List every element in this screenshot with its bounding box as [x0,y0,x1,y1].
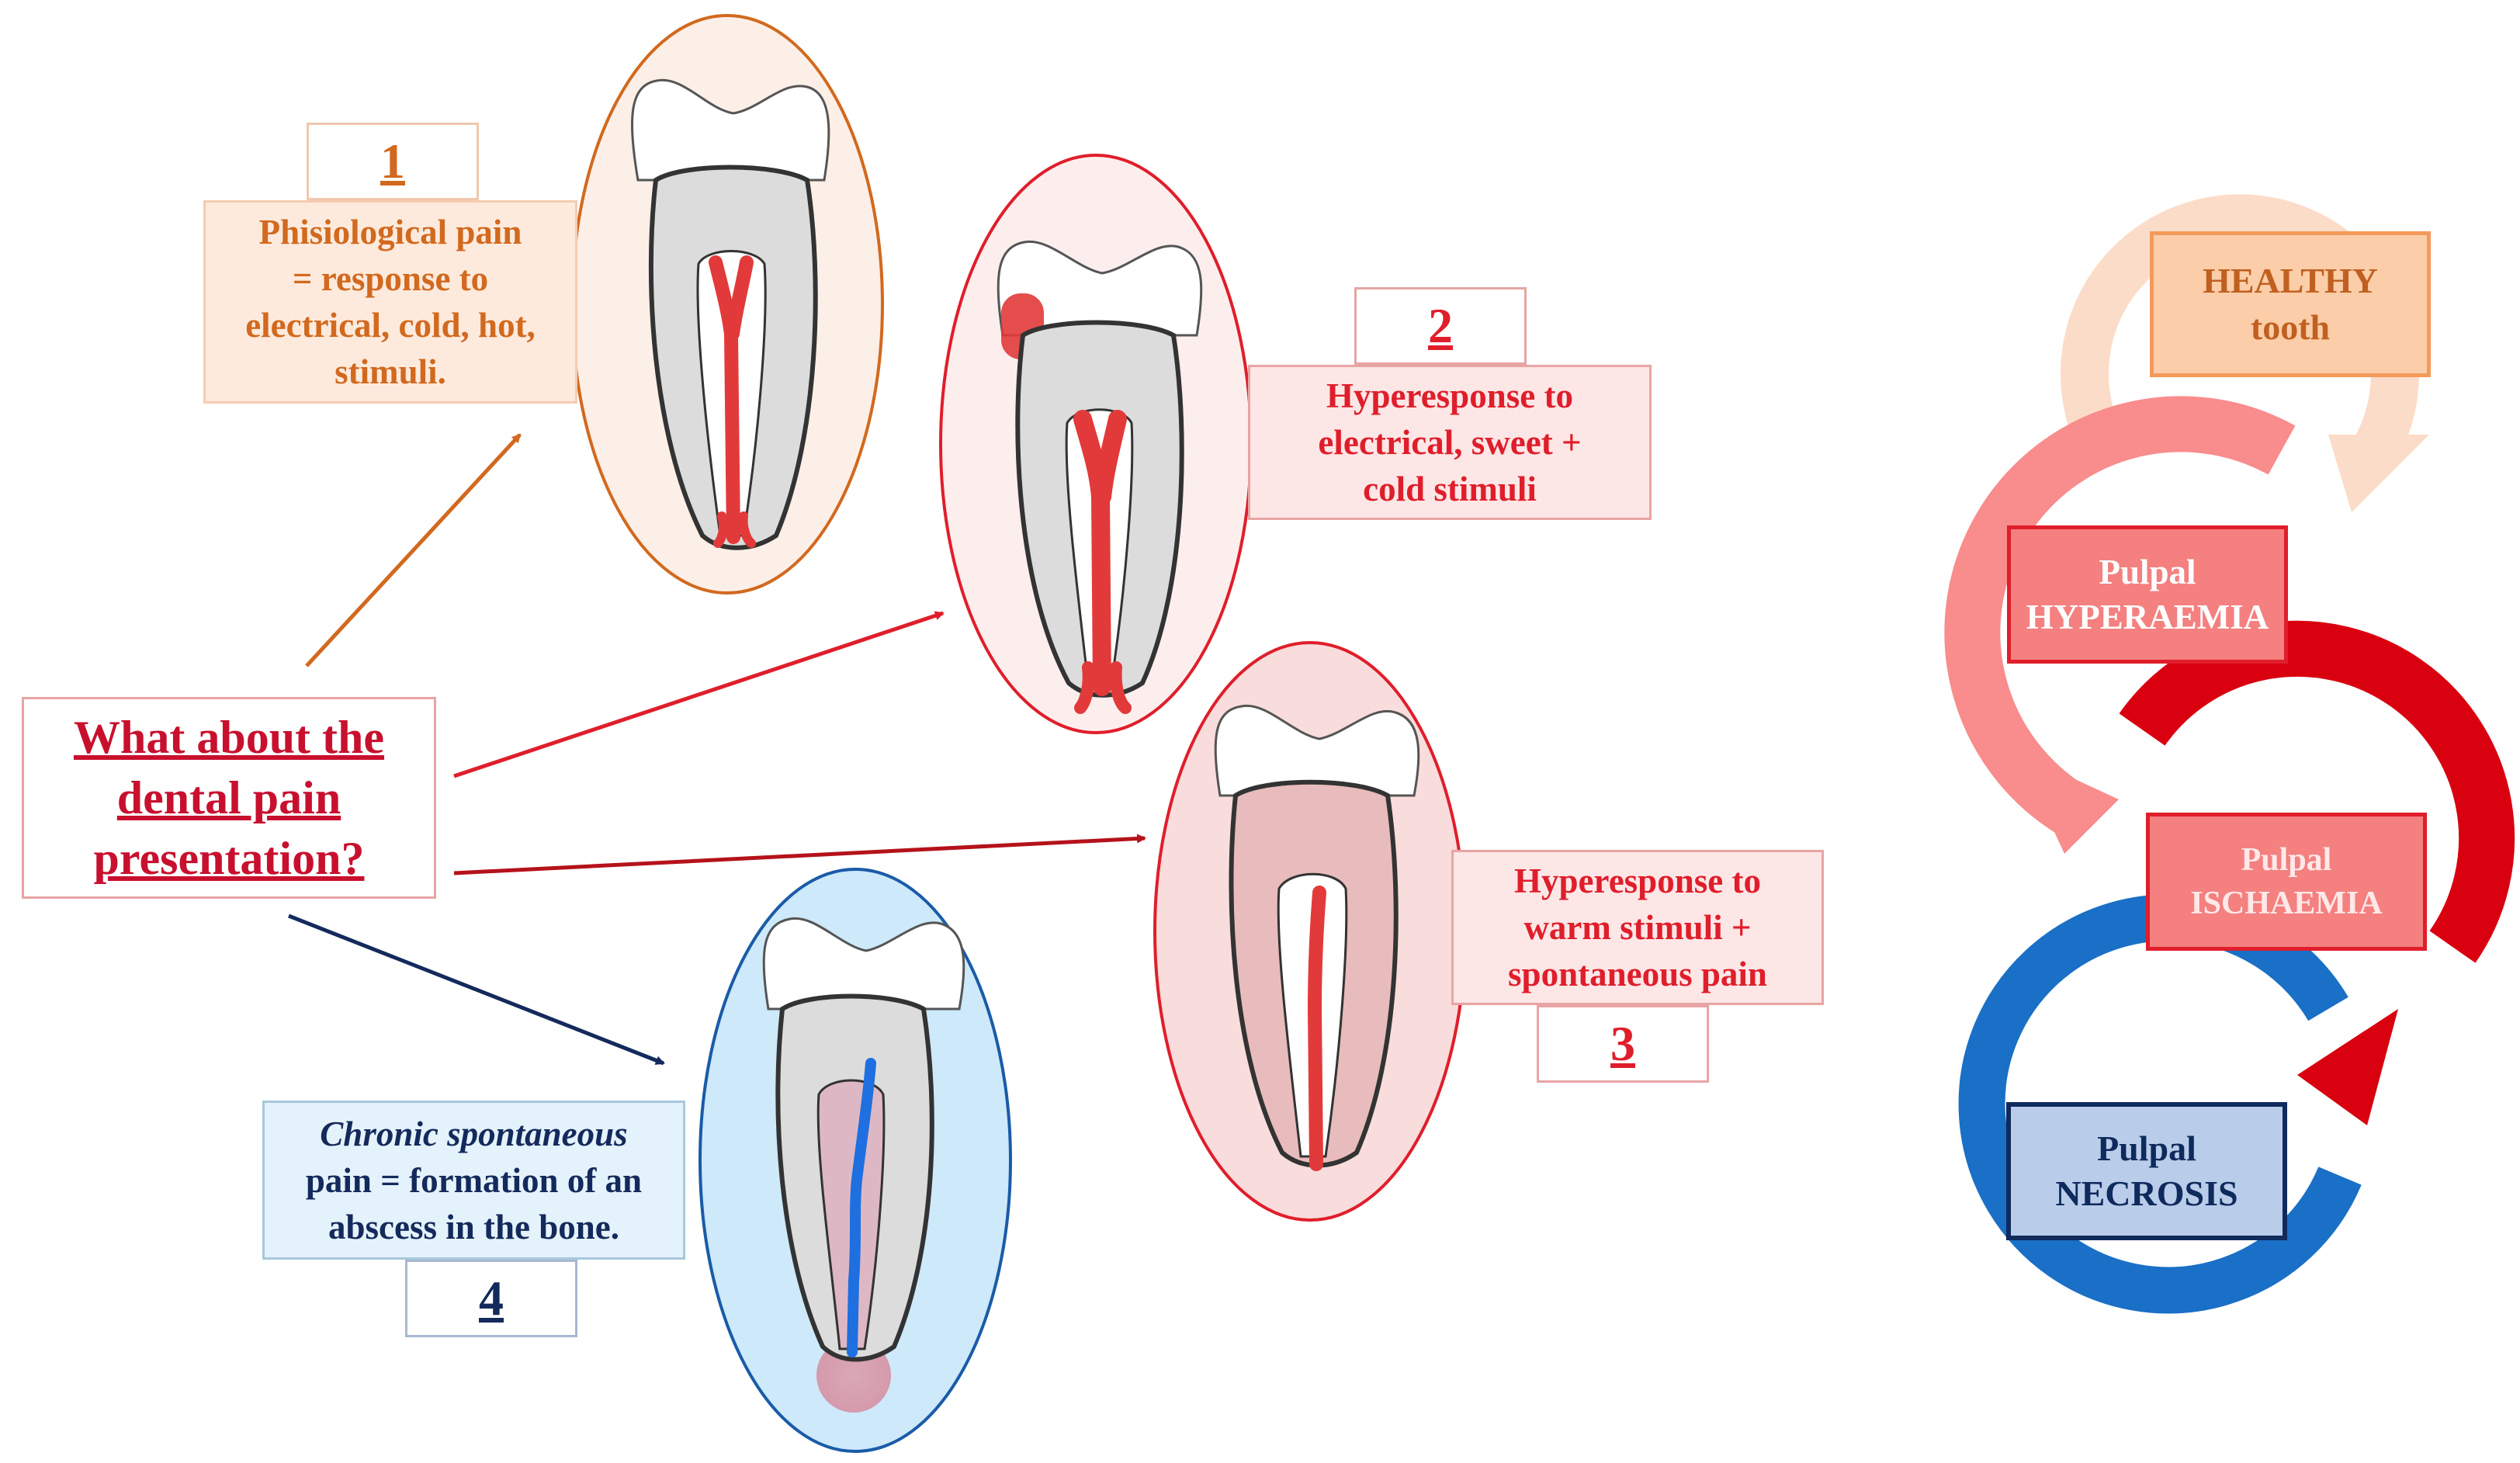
stage-1-line-1: Phisiological pain [258,213,522,251]
hyperaemia-cycle-arrowhead [2018,753,2119,854]
arrow-to-stage-3 [453,834,1146,875]
stage-4-line-1: pain = formation of an [305,1160,643,1200]
connector-arrows [288,433,1146,1066]
stage-1-line-4: stimuli. [334,352,446,391]
ischaemia-cycle-arrowhead [2297,1009,2398,1125]
necrosis-label-line-1: Pulpal [2097,1128,2196,1168]
tooth-illustration-2 [939,154,1253,734]
stage-4-number: 4 [405,1260,577,1337]
stage-2-line-2: electrical, sweet + [1318,423,1582,462]
hyperaemia-label-line-1: Pulpal [2099,553,2196,591]
ischaemia-cycle-arrow [2119,620,2515,963]
stage-4-description: Chronic spontaneous pain = formation of … [262,1101,685,1260]
tooth-illustration-1 [570,14,884,595]
stage-1-line-2: = response to [292,259,489,298]
necrosis-label: Pulpal NECROSIS [2006,1102,2287,1240]
stage-4-line-2: abscess in the bone. [328,1207,620,1246]
ischaemia-label-line-2: ISCHAEMIA [2190,886,2383,921]
healthy-label-line-1: HEALTHY [2203,261,2378,300]
ischaemia-label-line-1: Pulpal [2241,842,2332,878]
arrow-to-stage-2 [453,611,945,778]
hyperaemia-label-line-2: HYPERAEMIA [2026,598,2269,636]
healthy-cycle-arrowhead [2328,435,2429,512]
hyperaemia-cycle-arrow [1944,396,2296,840]
stage-2-description: Hyperesponse to electrical, sweet + cold… [1248,365,1652,520]
question-box: What about the dental pain presentation? [22,697,436,899]
tooth-illustration-4 [698,868,1012,1453]
stage-3-number: 3 [1537,1005,1709,1083]
necrosis-label-line-2: NECROSIS [2055,1174,2238,1213]
stage-4-line-italic: Chronic spontaneous [320,1114,628,1153]
hyperaemia-label: Pulpal HYPERAEMIA [2007,525,2288,664]
healthy-label-line-2: tooth [2250,307,2331,347]
stage-3-line-3: spontaneous pain [1508,955,1767,993]
stage-2-line-3: cold stimuli [1363,470,1537,508]
stage-3-description: Hyperesponse to warm stimuli + spontaneo… [1451,850,1824,1005]
ischaemia-label: Pulpal ISCHAEMIA [2146,813,2427,951]
arrow-to-stage-1 [305,433,522,667]
question-line-2: dental pain [116,772,341,823]
stage-3-line-1: Hyperesponse to [1514,862,1761,900]
question-line-3: presentation? [93,833,365,884]
question-line-1: What about the [73,712,385,763]
progression-cycle [1944,194,2515,1314]
stage-1-description: Phisiological pain = response to electri… [203,200,577,404]
healthy-label: HEALTHY tooth [2150,231,2431,377]
arrow-to-stage-4 [288,914,665,1066]
stage-3-line-2: warm stimuli + [1523,908,1752,947]
stage-2-number: 2 [1354,287,1527,365]
stage-1-number: 1 [307,123,479,200]
tooth-illustration-3 [1153,641,1467,1222]
stage-1-line-3: electrical, cold, hot, [245,306,536,345]
stage-2-line-1: Hyperesponse to [1326,376,1573,415]
